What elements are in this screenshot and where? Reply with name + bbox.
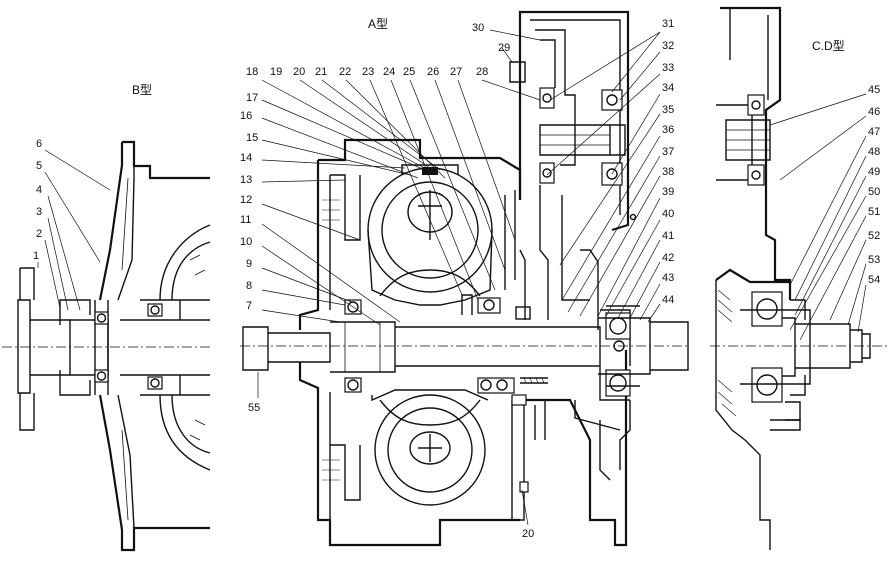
callout-48: 48 [868, 146, 881, 158]
callout-20: 20 [293, 66, 306, 78]
callout-2: 2 [36, 228, 43, 240]
callout-32: 32 [662, 40, 675, 52]
leader-lines [37, 29, 867, 526]
callout-9: 9 [246, 258, 253, 270]
callout-55: 55 [248, 402, 261, 414]
callout-42: 42 [662, 252, 675, 264]
callout-10: 10 [240, 236, 253, 248]
callout-26: 26 [427, 66, 440, 78]
callout-52: 52 [868, 230, 881, 242]
callout-22: 22 [339, 66, 352, 78]
callout-14: 14 [240, 152, 253, 164]
callout-37: 37 [662, 146, 675, 158]
callout-5: 5 [36, 160, 43, 172]
callout-35: 35 [662, 104, 675, 116]
callout-17: 17 [246, 92, 259, 104]
view-label-b-type: B型 [132, 83, 153, 97]
callout-33: 33 [662, 62, 675, 74]
callout-54: 54 [868, 274, 881, 286]
callout-6: 6 [36, 138, 43, 150]
callout-44: 44 [662, 294, 675, 306]
callout-7: 7 [246, 300, 253, 312]
callout-36: 36 [662, 124, 675, 136]
callout-11: 11 [240, 214, 252, 226]
callout-27: 27 [450, 66, 463, 78]
callout-21: 21 [315, 66, 328, 78]
view-label-cd-type: C.D型 [812, 39, 845, 53]
callout-13: 13 [240, 174, 253, 186]
callout-31: 31 [662, 18, 675, 30]
callout-3: 3 [36, 206, 43, 218]
cd-type-section [710, 6, 890, 550]
callout-4: 4 [36, 184, 43, 196]
a-type-section [240, 10, 690, 547]
callout-46: 46 [868, 106, 881, 118]
callout-28: 28 [476, 66, 489, 78]
callout-40: 40 [662, 208, 675, 220]
callout-53: 53 [868, 254, 881, 266]
callout-45: 45 [868, 84, 881, 96]
callout-38: 38 [662, 166, 675, 178]
view-label-a-type: A型 [368, 17, 389, 31]
callout-12: 12 [240, 194, 253, 206]
callout-16: 16 [240, 110, 253, 122]
callout-39: 39 [662, 186, 675, 198]
callout-23: 23 [362, 66, 375, 78]
callout-34: 34 [662, 82, 675, 94]
callout-47: 47 [868, 126, 881, 138]
callout-51: 51 [868, 206, 881, 218]
callout-49: 49 [868, 166, 881, 178]
callout-30: 30 [472, 22, 485, 34]
callout-24: 24 [383, 66, 396, 78]
callout-1: 1 [33, 250, 40, 262]
callout-8: 8 [246, 280, 253, 292]
callout-50: 50 [868, 186, 881, 198]
callout-25: 25 [403, 66, 416, 78]
callout-15: 15 [246, 132, 259, 144]
callout-41: 41 [662, 230, 675, 242]
callout-20-lower: 20 [522, 528, 535, 540]
callout-19: 19 [270, 66, 283, 78]
callout-43: 43 [662, 272, 675, 284]
callout-18: 18 [246, 66, 259, 78]
callout-29: 29 [498, 42, 511, 54]
b-type-section [2, 140, 211, 552]
